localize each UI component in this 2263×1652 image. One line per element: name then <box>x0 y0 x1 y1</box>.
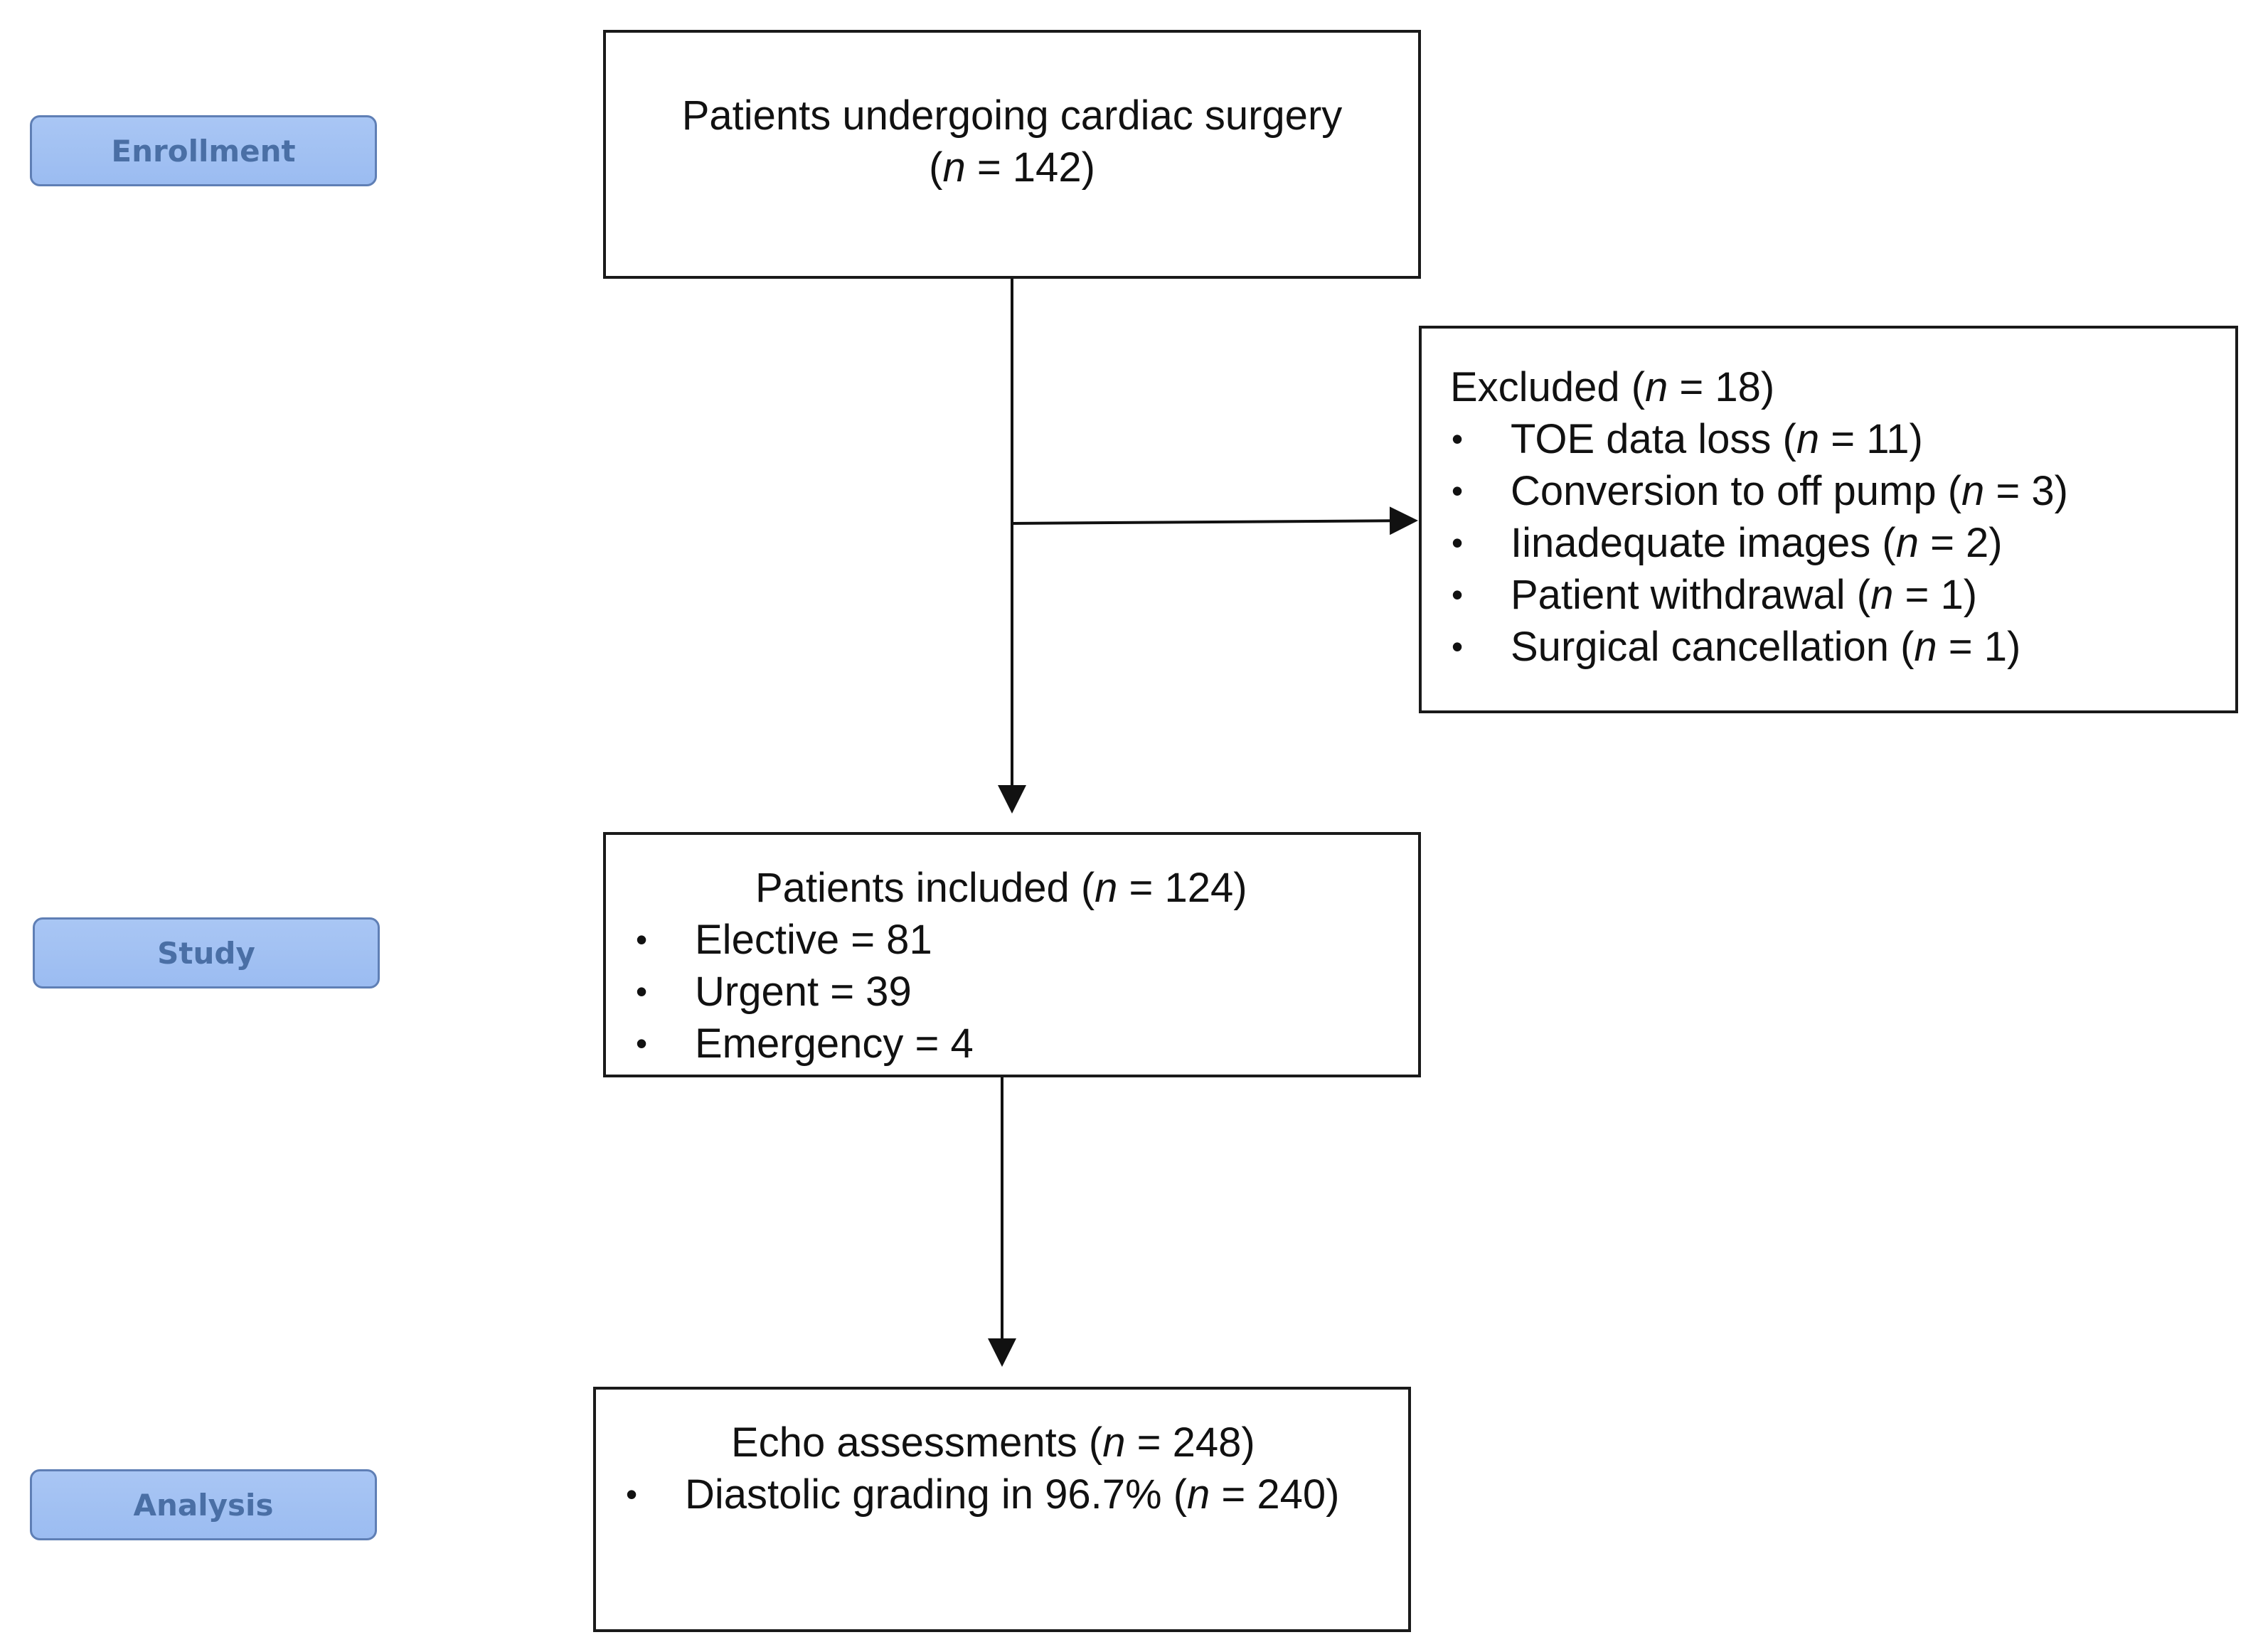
item-text: Patient withdrawal ( <box>1511 572 1871 618</box>
item-count: = 240) <box>1210 1471 1340 1518</box>
item-count: = 1) <box>1937 624 2021 670</box>
phase-label-analysis: Analysis <box>30 1469 377 1540</box>
enrollment-title: Patients undergoing cardiac surgery <box>681 92 1343 139</box>
study-title: Patients included (n = 124) <box>606 862 1418 914</box>
n-variable: n <box>942 144 966 191</box>
study-box: Patients included (n = 124) Elective = 8… <box>603 832 1421 1077</box>
excluded-list: TOE data loss (n = 11) Conversion to off… <box>1450 413 2235 673</box>
list-item: Urgent = 39 <box>606 966 1418 1018</box>
n-variable: n <box>1102 1419 1126 1466</box>
n-variable: n <box>1961 468 1985 514</box>
n-variable: n <box>1796 416 1820 462</box>
count-value: = 142) <box>965 144 1095 191</box>
n-variable: n <box>1895 520 1919 566</box>
item-count: = 11) <box>1819 416 1923 462</box>
arrow-to-excluded <box>1011 506 1418 535</box>
item-text: TOE data loss ( <box>1511 416 1796 462</box>
enrollment-box: Patients undergoing cardiac surgery (n =… <box>603 30 1421 279</box>
n-variable: n <box>1914 624 1937 670</box>
list-item: Emergency = 4 <box>606 1018 1418 1070</box>
analysis-list: Diastolic grading in 96.7% (n = 240) <box>596 1469 1408 1520</box>
analysis-title: Echo assessments (n = 248) <box>596 1417 1408 1469</box>
excluded-count: = 18) <box>1668 364 1775 410</box>
analysis-title-text: Echo assessments ( <box>731 1419 1103 1466</box>
item-text: Conversion to off pump ( <box>1511 468 1962 514</box>
list-item: Iinadequate images (n = 2) <box>1450 517 2235 569</box>
item-text: Diastolic grading in 96.7% ( <box>685 1471 1188 1518</box>
excluded-title-text: Excluded ( <box>1450 364 1646 410</box>
n-variable: n <box>1187 1471 1210 1518</box>
list-item: Patient withdrawal (n = 1) <box>1450 569 2235 621</box>
item-count: = 3) <box>1984 468 2068 514</box>
list-item: Surgical cancellation (n = 1) <box>1450 621 2235 673</box>
list-item: Conversion to off pump (n = 3) <box>1450 465 2235 517</box>
list-item: Diastolic grading in 96.7% (n = 240) <box>596 1469 1408 1520</box>
phase-label-enrollment: Enrollment <box>30 115 377 186</box>
analysis-count: = 248) <box>1125 1419 1255 1466</box>
list-item: Elective = 81 <box>606 914 1418 966</box>
phase-label-study: Study <box>33 917 380 988</box>
n-variable: n <box>1645 364 1668 410</box>
item-text: Surgical cancellation ( <box>1511 624 1915 670</box>
item-count: = 1) <box>1893 572 1978 618</box>
study-count: = 124) <box>1117 865 1247 911</box>
list-item: TOE data loss (n = 11) <box>1450 413 2235 465</box>
item-text: Iinadequate images ( <box>1511 520 1896 566</box>
enrollment-count: (n = 142) <box>606 142 1418 193</box>
study-list: Elective = 81 Urgent = 39 Emergency = 4 <box>606 914 1418 1070</box>
n-variable: n <box>1870 572 1894 618</box>
n-variable: n <box>1095 865 1118 911</box>
excluded-box: Excluded (n = 18) TOE data loss (n = 11)… <box>1419 326 2238 713</box>
excluded-title: Excluded (n = 18) <box>1450 361 2235 413</box>
analysis-box: Echo assessments (n = 248) Diastolic gra… <box>593 1387 1411 1632</box>
study-title-text: Patients included ( <box>755 865 1095 911</box>
paren-open: ( <box>929 144 943 191</box>
item-count: = 2) <box>1918 520 2003 566</box>
